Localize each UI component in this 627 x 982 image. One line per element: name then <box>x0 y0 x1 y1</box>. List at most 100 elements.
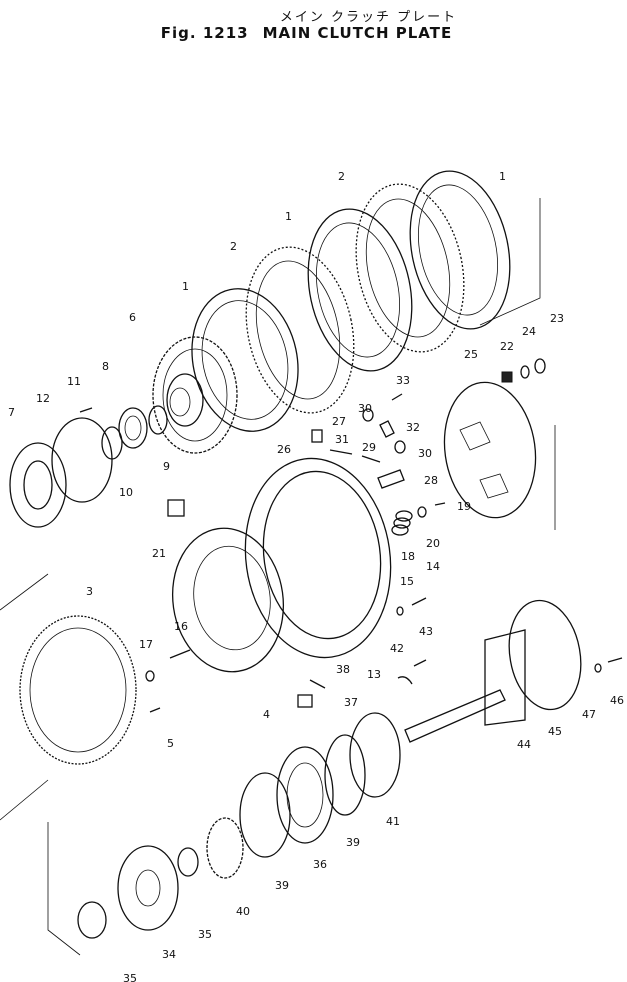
nut-23 <box>534 358 546 374</box>
callout-16: 16 <box>174 620 188 633</box>
callout-9: 9 <box>163 460 170 473</box>
callout-42: 42 <box>390 642 404 655</box>
pin-5 <box>149 707 161 713</box>
callout-10: 10 <box>119 486 133 499</box>
figure-name: MAIN CLUTCH PLATE <box>262 24 453 42</box>
callout-13: 13 <box>367 668 381 681</box>
bolt-46 <box>607 657 623 663</box>
washer-47 <box>594 663 602 673</box>
callout-38: 38 <box>336 663 350 676</box>
callout-30-b: 30 <box>418 447 432 460</box>
ring-39-lower <box>239 772 291 858</box>
bearing-35-lower <box>77 901 107 939</box>
callout-3: 3 <box>86 585 93 598</box>
callout-43: 43 <box>419 625 433 638</box>
pressure-plate-4 <box>171 527 285 673</box>
callout-1-b: 1 <box>285 210 292 223</box>
seal-8 <box>118 407 148 449</box>
callout-1-a: 1 <box>499 170 506 183</box>
callout-22: 22 <box>500 340 514 353</box>
callout-30-a: 30 <box>358 402 372 415</box>
callout-21: 21 <box>152 547 166 560</box>
washer-15 <box>396 606 404 616</box>
callout-35-b: 35 <box>123 972 137 982</box>
callout-24: 24 <box>522 325 536 338</box>
callout-20: 20 <box>426 537 440 550</box>
callout-47: 47 <box>582 708 596 721</box>
callout-25: 25 <box>464 348 478 361</box>
callout-33: 33 <box>396 374 410 387</box>
disc-41 <box>349 712 401 798</box>
callout-23: 23 <box>550 312 564 325</box>
callout-1-c: 1 <box>182 280 189 293</box>
callout-28: 28 <box>424 474 438 487</box>
callout-35-a: 35 <box>198 928 212 941</box>
callout-19: 19 <box>457 500 471 513</box>
callout-12: 12 <box>36 392 50 405</box>
friction-plate-1-mid <box>307 208 413 372</box>
friction-plate-1-rear <box>409 170 511 330</box>
pin-38 <box>309 679 326 689</box>
callout-40: 40 <box>236 905 250 918</box>
snap-ring-9 <box>148 405 168 435</box>
japanese-title: メイン クラッチ プレート <box>279 10 458 25</box>
callout-39-a: 39 <box>346 836 360 849</box>
callout-18: 18 <box>401 550 415 563</box>
callout-14: 14 <box>426 560 440 573</box>
pin-27 <box>311 429 323 443</box>
ring-39-upper <box>324 734 366 816</box>
hub-36 <box>276 746 334 844</box>
callout-17: 17 <box>139 638 153 651</box>
callout-45: 45 <box>548 725 562 738</box>
callout-2-a: 2 <box>338 170 345 183</box>
housing-13 <box>244 457 392 659</box>
backing-plate-25 <box>443 381 537 519</box>
callout-32: 32 <box>406 421 420 434</box>
pin-33 <box>391 393 403 401</box>
gear-40 <box>206 817 244 879</box>
callout-2-b: 2 <box>230 240 237 253</box>
bolt-14 <box>411 597 427 606</box>
ring-gear-3 <box>19 615 137 765</box>
callout-6: 6 <box>129 311 136 324</box>
callout-4: 4 <box>263 708 270 721</box>
pin-29 <box>361 455 381 463</box>
washer-24 <box>520 365 530 379</box>
separator-plate-2-rear <box>355 183 465 353</box>
clip-42 <box>397 676 413 685</box>
bolt-43 <box>413 659 427 667</box>
callout-37: 37 <box>344 696 358 709</box>
carrier-34 <box>117 845 179 931</box>
spring-18 <box>391 510 413 536</box>
bolt-11 <box>79 407 93 413</box>
bracket-28 <box>377 469 405 489</box>
washer-30-lower <box>394 440 406 454</box>
washer-17 <box>145 670 155 682</box>
washer-30-upper <box>362 408 374 422</box>
cover-45 <box>508 599 582 711</box>
pin-19 <box>434 502 446 506</box>
block-21 <box>167 499 185 517</box>
pin-31 <box>329 449 353 455</box>
callout-7: 7 <box>8 406 15 419</box>
callout-41: 41 <box>386 815 400 828</box>
callout-11: 11 <box>67 375 81 388</box>
plate-12 <box>51 417 113 503</box>
callout-36: 36 <box>313 858 327 871</box>
link-32 <box>379 420 395 438</box>
callout-15: 15 <box>400 575 414 588</box>
callout-46: 46 <box>610 694 624 707</box>
figure-number: Fig. 1213 <box>160 24 249 42</box>
cover-7 <box>9 442 67 528</box>
friction-plate-1-front <box>191 288 299 432</box>
block-37 <box>297 694 313 708</box>
gear-hub-6 <box>152 336 238 454</box>
callout-29: 29 <box>362 441 376 454</box>
callout-27: 27 <box>332 415 346 428</box>
callout-31: 31 <box>335 433 349 446</box>
bearing-35-upper <box>177 847 199 877</box>
washer-20 <box>417 506 427 518</box>
figure-title: Fig. 1213 MAIN CLUTCH PLATE <box>0 24 627 42</box>
callout-39-b: 39 <box>275 879 289 892</box>
